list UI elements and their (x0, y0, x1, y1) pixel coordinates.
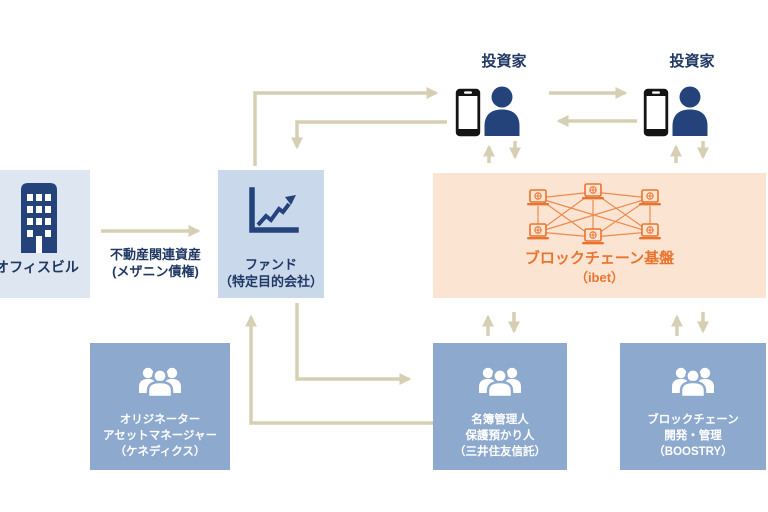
office-label: オフィスビル (0, 259, 79, 275)
person-icon (484, 86, 520, 136)
arrow-fund-to-investor1 (253, 87, 439, 166)
transfer-asset-label: 不動産関連資産 (メザニン債権) (109, 247, 201, 279)
blockchain-label-line2: （ibet） (574, 270, 625, 285)
node-developer: ブロックチェーン 開発・管理 （BOOSTRY） (620, 343, 766, 470)
laptop-network-icon (526, 183, 662, 246)
arrow-registrar-to-fund (245, 314, 433, 425)
people-group-icon (139, 367, 181, 399)
node-blockchain-platform: ブロックチェーン基盤 （ibet） (433, 173, 766, 298)
chart-growth-icon (249, 187, 299, 233)
registrar-label: 名簿管理人 保護預かり人 （三井住友信託） (454, 414, 546, 458)
arrow-fund-to-registrar (295, 303, 412, 385)
people-group-icon (672, 367, 714, 399)
investor1-label: 投資家 (481, 53, 527, 70)
smartphone-icon (455, 88, 481, 137)
node-office-building: オフィスビル (0, 170, 90, 298)
people-group-icon (479, 367, 521, 399)
person-icon (672, 86, 708, 136)
blockchain-label-line1: ブロックチェーン基盤 (524, 250, 675, 267)
node-originator: オリジネーター アセットマネージャー （ケネディクス） (90, 343, 230, 470)
arrow-investor1-to-fund (291, 120, 447, 150)
smartphone-icon (643, 88, 669, 137)
originator-label: オリジネーター アセットマネージャー （ケネディクス） (103, 414, 217, 458)
node-fund: ファンド （特定目的会社） (218, 170, 324, 298)
investor2-label: 投資家 (669, 53, 715, 70)
building-icon (21, 183, 57, 253)
developer-label: ブロックチェーン 開発・管理 （BOOSTRY） (647, 414, 739, 458)
node-registrar: 名簿管理人 保護預かり人 （三井住友信託） (433, 343, 567, 470)
fund-label: ファンド （特定目的会社） (218, 257, 323, 289)
